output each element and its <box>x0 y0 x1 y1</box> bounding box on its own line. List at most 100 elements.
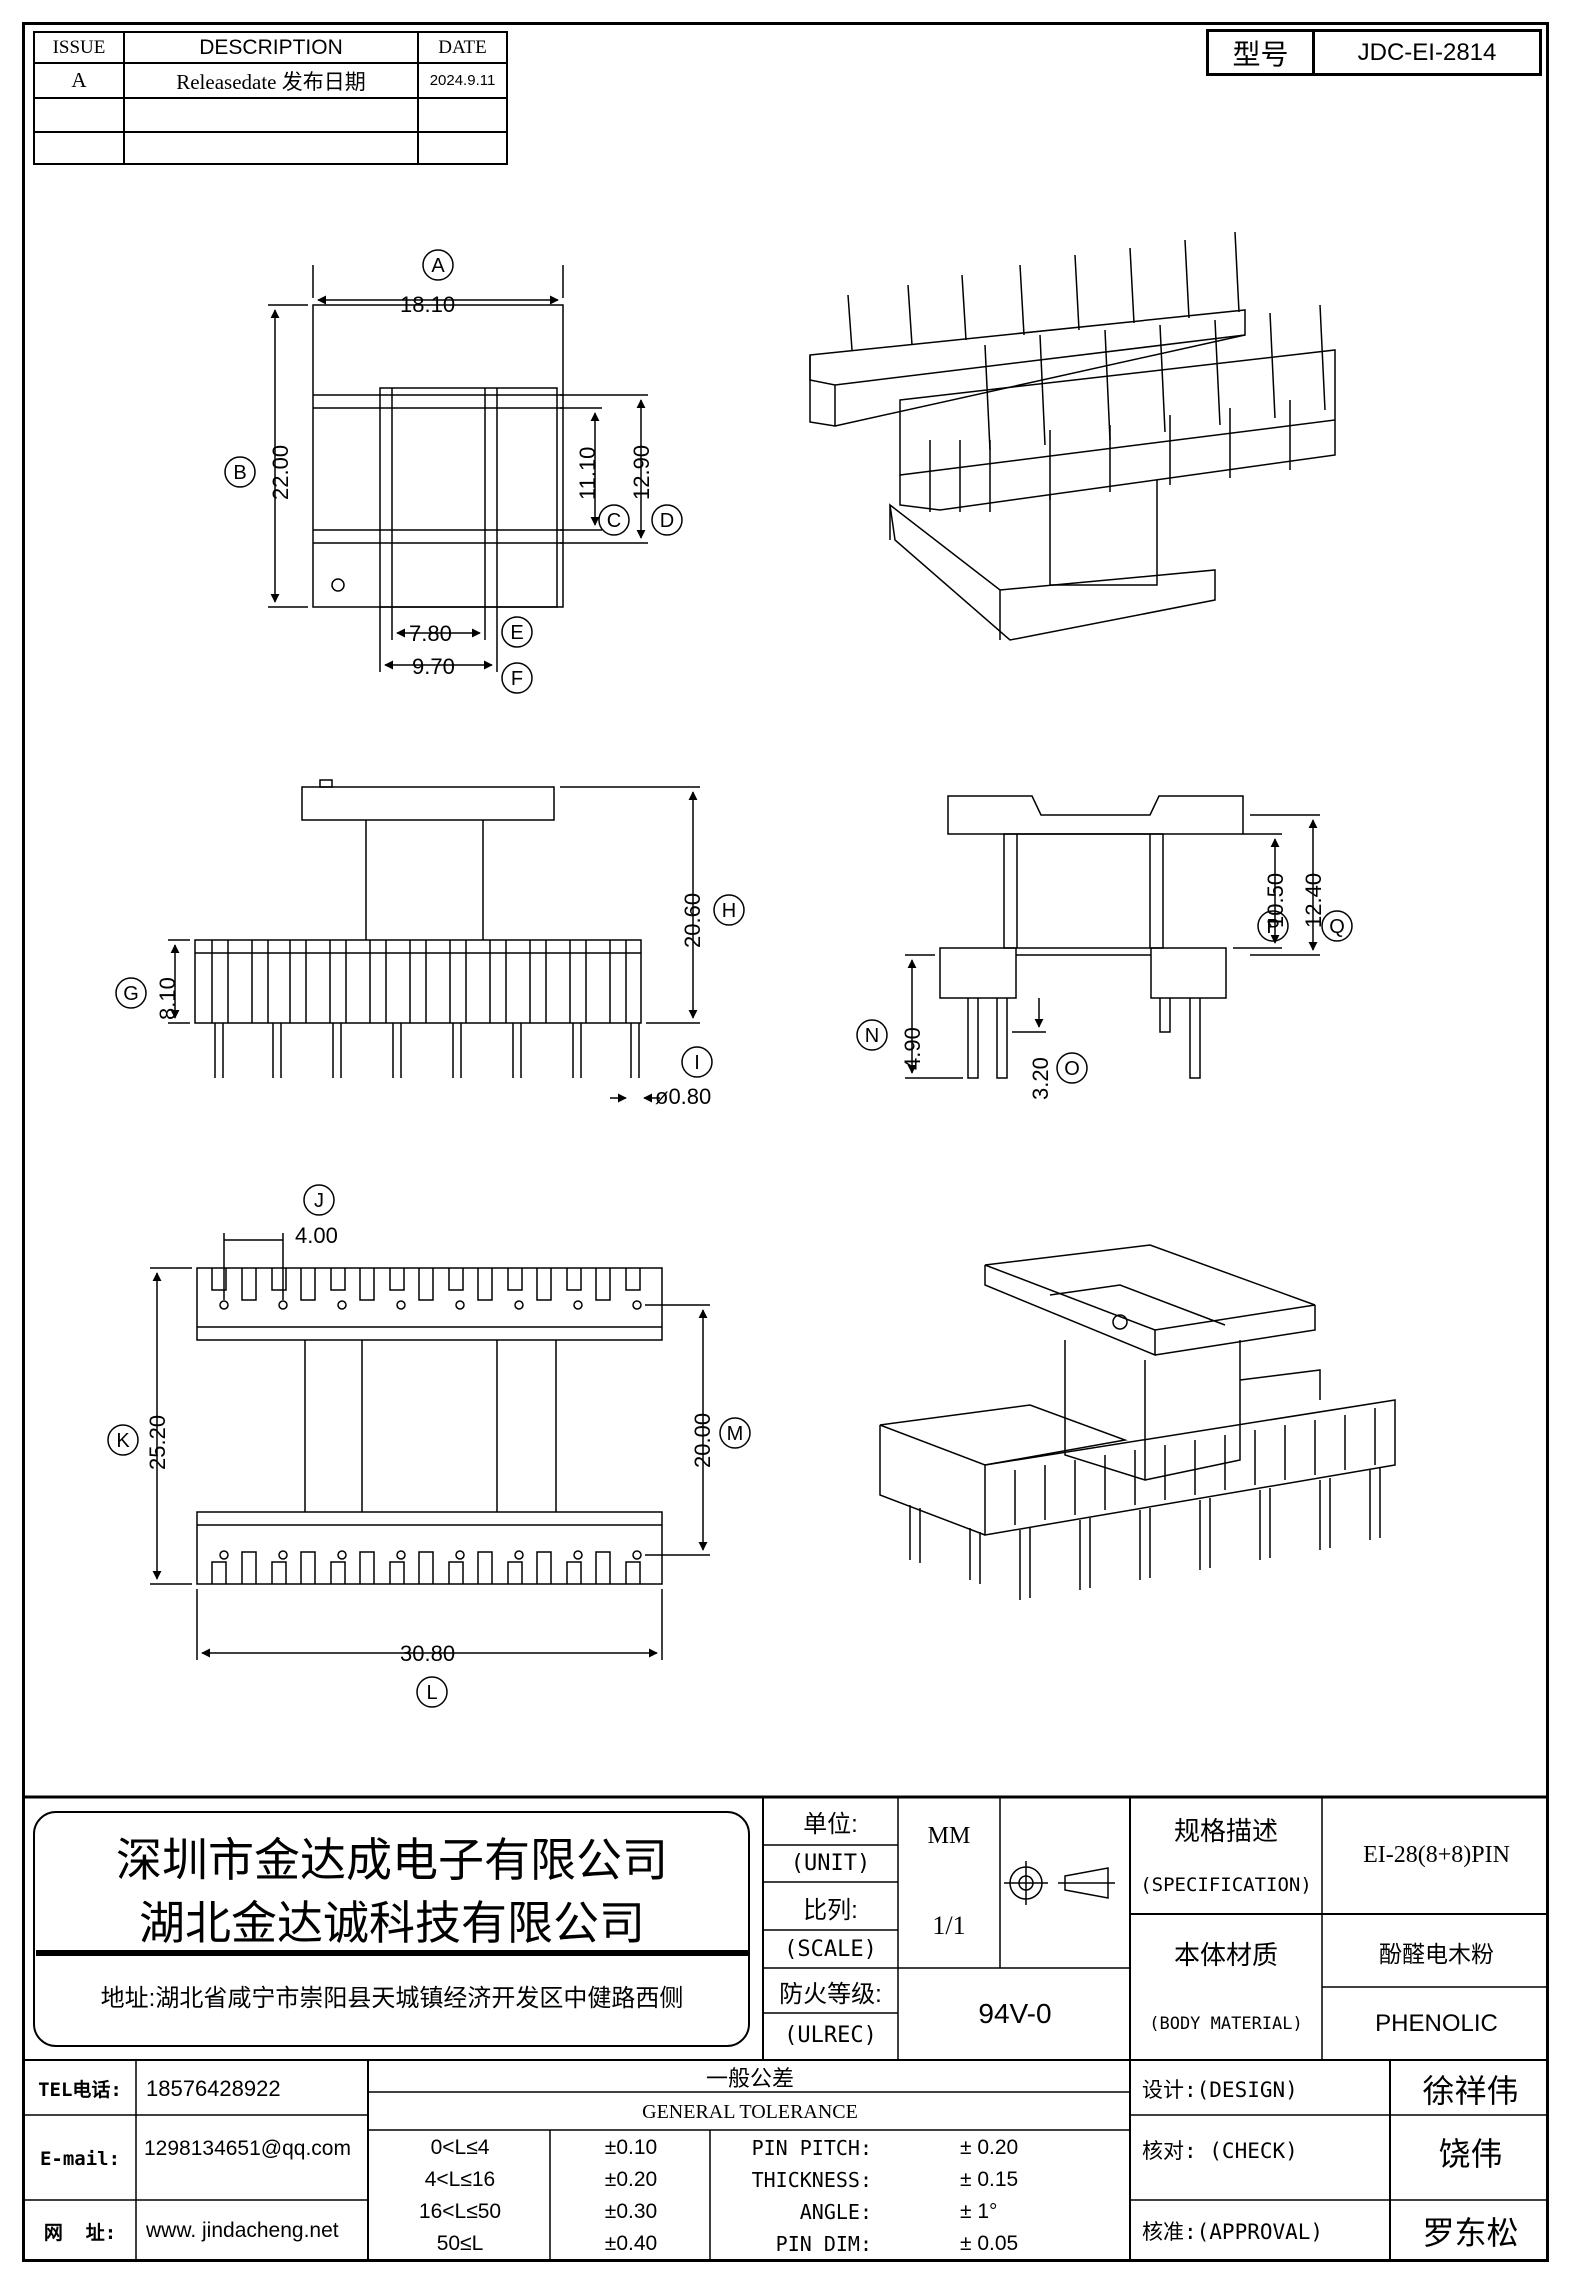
approval-label: 核准:(APPROVAL) <box>1142 2220 1324 2244</box>
dim-J: 4.00 <box>295 1223 338 1248</box>
tolerance-value: ±0.30 <box>604 2200 658 2223</box>
callout-P: P <box>1257 910 1289 942</box>
dim-P: 10.50 <box>1263 873 1288 928</box>
dim-C: 11.10 <box>575 447 600 500</box>
revision-description: Releasedate 发布日期 <box>176 69 366 94</box>
dim-E: 7.80 <box>409 621 452 646</box>
callout-I: I <box>681 1046 713 1078</box>
spec-label-cn: 规格描述 <box>1173 1815 1278 1846</box>
dim-L: 30.80 <box>400 1641 455 1666</box>
callout-N: N <box>856 1019 888 1051</box>
dim-G: 8.10 <box>155 977 180 1020</box>
top-view <box>268 265 648 672</box>
tolerance-item-value: ± 0.20 <box>960 2136 1019 2159</box>
design-label: 设计:(DESIGN) <box>1142 2077 1298 2102</box>
material-label-cn: 本体材质 <box>1173 1939 1278 1970</box>
svg-text:L: L <box>426 1682 437 1704</box>
svg-text:N: N <box>865 1025 879 1047</box>
tolerance-range: 50≤L <box>436 2232 484 2255</box>
check-label: 核对: (CHECK) <box>1142 2139 1298 2163</box>
unit-label-cn: 单位: <box>803 1810 858 1838</box>
tolerance-value: ±0.20 <box>604 2168 658 2191</box>
model-value: JDC-EI-2814 <box>1357 38 1497 66</box>
bottom-view <box>150 1233 710 1660</box>
svg-text:E: E <box>510 622 523 644</box>
callout-H: H <box>713 894 745 926</box>
callout-B: B <box>224 456 256 488</box>
technical-drawings: 18.10 22.00 11.10 12.90 7.80 9.70 8.10 2… <box>107 231 1396 1708</box>
revision-date: 2024.9.11 <box>429 72 496 89</box>
tolerance-item: PIN DIM: <box>775 2232 872 2256</box>
svg-text:B: B <box>233 462 246 484</box>
svg-text:I: I <box>694 1052 700 1074</box>
dim-Q: 12.40 <box>1301 873 1326 928</box>
tolerance-item-value: ± 0.15 <box>960 2168 1019 2191</box>
callout-D: D <box>651 504 683 536</box>
callout-J: J <box>303 1184 335 1216</box>
svg-text:J: J <box>314 1190 324 1212</box>
dim-H: 20.60 <box>680 893 705 948</box>
svg-text:M: M <box>727 1423 744 1445</box>
callout-M: M <box>719 1417 751 1449</box>
company-name-1: 深圳市金达成电子有限公司 <box>116 1834 668 1886</box>
material-value-cn: 酚醛电木粉 <box>1379 1940 1494 1967</box>
side-view <box>905 795 1320 1079</box>
web-label: 网 址: <box>43 2221 117 2244</box>
svg-text:Q: Q <box>1329 916 1345 938</box>
check-value: 饶伟 <box>1438 2136 1503 2172</box>
revision-header-issue: ISSUE <box>52 36 106 58</box>
svg-text:P: P <box>1266 916 1279 938</box>
callout-C: C <box>598 504 630 536</box>
material-label-en: (BODY MATERIAL) <box>1149 2014 1303 2034</box>
approval-value: 罗东松 <box>1422 2215 1519 2251</box>
email-value: 1298134651@qq.com <box>144 2137 351 2160</box>
svg-text:G: G <box>123 983 139 1005</box>
svg-text:A: A <box>431 255 445 277</box>
svg-text:C: C <box>607 510 621 532</box>
tel-label: TEL电话: <box>38 2079 122 2101</box>
dim-N: 4.90 <box>900 1027 925 1070</box>
tolerance-item: PIN PITCH: <box>751 2136 872 2160</box>
revision-table: ISSUE DESCRIPTION DATE A Releasedate 发布日… <box>33 31 508 165</box>
svg-text:H: H <box>722 900 736 922</box>
revision-header-date: DATE <box>438 36 487 58</box>
callout-L: L <box>416 1676 448 1708</box>
fire-label-cn: 防火等级: <box>779 1981 882 2008</box>
isometric-view-top <box>809 231 1336 641</box>
fire-rating-value: 94V-0 <box>978 1998 1052 2029</box>
fire-label-en: (ULREC) <box>784 2023 877 2048</box>
unit-label-en: (UNIT) <box>790 1851 871 1876</box>
scale-value: 1/1 <box>932 1911 966 1940</box>
tolerance-item-value: ± 1° <box>960 2200 998 2223</box>
tolerance-value: ±0.40 <box>604 2232 658 2255</box>
tolerance-value: ±0.10 <box>604 2136 658 2159</box>
tolerance-title-cn: 一般公差 <box>705 2066 794 2091</box>
dim-D: 12.90 <box>629 445 654 500</box>
tolerance-range: 0<L≤4 <box>430 2136 490 2159</box>
svg-text:F: F <box>511 668 523 690</box>
company-name-2: 湖北金达诚科技有限公司 <box>139 1897 645 1949</box>
svg-text:D: D <box>660 510 674 532</box>
dim-B: 22.00 <box>268 445 293 500</box>
model-box: 型号 JDC-EI-2814 <box>1206 29 1542 76</box>
callout-F: F <box>501 662 533 694</box>
design-value: 徐祥伟 <box>1422 2072 1519 2109</box>
tolerance-item: THICKNESS: <box>751 2168 872 2192</box>
callout-E: E <box>501 616 533 648</box>
revision-header-description: DESCRIPTION <box>199 35 343 59</box>
scale-label-cn: 比列: <box>803 1896 858 1924</box>
callout-A: A <box>422 249 454 281</box>
dim-F: 9.70 <box>412 654 455 679</box>
svg-text:K: K <box>116 1430 130 1452</box>
projection-symbol-icon <box>1004 1861 1115 1905</box>
svg-text:O: O <box>1064 1058 1080 1080</box>
company-address: 地址:湖北省咸宁市崇阳县天城镇经济开发区中健路西侧 <box>100 1984 684 2012</box>
model-label: 型号 <box>1232 38 1289 70</box>
tolerance-title-en: GENERAL TOLERANCE <box>642 2100 858 2123</box>
material-value-en: PHENOLIC <box>1375 2009 1498 2037</box>
spec-label-en: (SPECIFICATION) <box>1140 1874 1312 1896</box>
tel-value: 18576428922 <box>146 2075 281 2101</box>
tolerance-item-value: ± 0.05 <box>960 2232 1019 2255</box>
callout-K: K <box>107 1424 139 1456</box>
